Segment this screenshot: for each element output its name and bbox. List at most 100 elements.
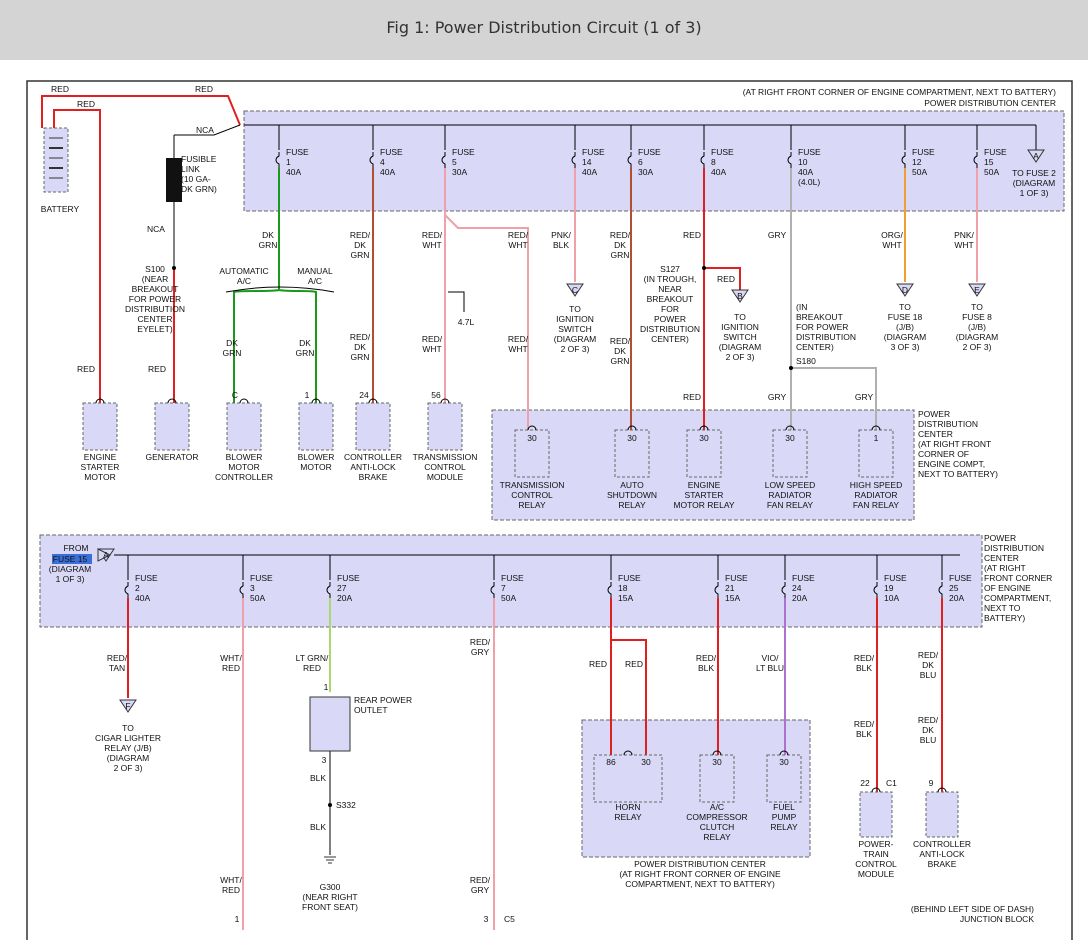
fuse-top-label: 40A (711, 167, 726, 177)
relay-top-label: MOTOR RELAY (673, 500, 734, 510)
engine-4-7l-marker (448, 291, 465, 312)
automatic-ac-label: A/C (237, 276, 251, 286)
wire-color-red: RED (195, 84, 213, 94)
component-top-label: GENERATOR (145, 452, 198, 462)
to-ignition-switch-c: IGNITION (556, 314, 594, 324)
to-fuse-18: (DIAGRAM (884, 332, 927, 342)
to-ignition-switch-b: IGNITION (721, 322, 759, 332)
connector-pin (527, 425, 537, 431)
connector-pin (623, 750, 633, 756)
relay-top (772, 429, 808, 478)
connector-pin (239, 398, 249, 404)
connector-id: C5 (504, 914, 515, 924)
fuse-top-label: FUSE (582, 147, 605, 157)
module-bottom-label: POWER- (859, 839, 894, 849)
fuse-symbol-bottom (938, 582, 943, 598)
to-fuse-18: 3 OF 3) (891, 342, 920, 352)
pin-number: 24 (359, 390, 369, 400)
engine-4-7l-label: 4.7L (458, 317, 475, 327)
wire-color-blk: BLK (310, 773, 326, 783)
s127-label: FOR (661, 304, 679, 314)
relay-bottom-label: HORN (615, 802, 640, 812)
fuse-top-label: 40A (380, 167, 395, 177)
fusible-link-label: LINK (181, 164, 200, 174)
relay-bottom-label: COMPRESSOR (686, 812, 747, 822)
pdc-right-label: BATTERY) (984, 613, 1025, 623)
pin-number: 1 (324, 682, 329, 692)
module-bottom (925, 791, 959, 838)
pdc-right-label: (AT RIGHT (984, 563, 1026, 573)
fuse-top-label: 5 (452, 157, 457, 167)
fuse-top-label: 6 (638, 157, 643, 167)
wire-color-red-wht: RED/ (508, 334, 529, 344)
manual-ac-label: A/C (308, 276, 322, 286)
fuse-top-label: 1 (286, 157, 291, 167)
wire-color-gry: GRY (768, 230, 787, 240)
component-top-label: ENGINE (84, 452, 117, 462)
module-bottom-label: CONTROL (855, 859, 897, 869)
fuse-symbol-bottom (607, 582, 612, 598)
s100-label: CENTER (138, 314, 173, 324)
component-top (355, 402, 391, 451)
to-ignition-switch-b: SWITCH (723, 332, 757, 342)
connector-a-triangle (1027, 149, 1045, 163)
wire-color-red-blk: RED/ (696, 653, 717, 663)
fusible-link-label: FUSIBLE (181, 154, 217, 164)
pdc-top-box (243, 110, 1065, 212)
relay-top-label: CONTROL (511, 490, 553, 500)
pdc-bottom-label: POWER DISTRIBUTION CENTER (634, 859, 766, 869)
connector-id: C1 (886, 778, 897, 788)
fuse-bottom-label: 24 (792, 583, 802, 593)
wire-color-gry: GRY (855, 392, 874, 402)
fuse-bottom-label: 15A (618, 593, 633, 603)
connector-pin (699, 425, 709, 431)
wire-color-blk: BLK (310, 822, 326, 832)
wire-color-red-dk-blu: DK (922, 725, 934, 735)
connector-pin (779, 750, 789, 756)
page-header: Fig 1: Power Distribution Circuit (1 of … (0, 0, 1088, 60)
wire-color-dk-grn: DK (262, 230, 274, 240)
component-top (226, 402, 262, 451)
pdc-bottom-label: (AT RIGHT FRONT CORNER OF ENGINE (619, 869, 781, 879)
to-ignition-switch-b: 2 OF 3) (726, 352, 755, 362)
connector-e-triangle (968, 283, 986, 297)
components-layer (43, 127, 1045, 864)
splice-dot (172, 266, 176, 270)
pdc-middle-label: POWER (918, 409, 950, 419)
battery-label: BATTERY (41, 204, 80, 214)
connector-d-triangle (896, 283, 914, 297)
wire-color-red-blk: BLK (856, 663, 872, 673)
to-ignition-switch-c: TO (569, 304, 581, 314)
relay-top (614, 429, 650, 478)
s100-label: EYELET) (137, 324, 173, 334)
pdc-middle-label: DISTRIBUTION (918, 419, 978, 429)
wire-color-red: RED (683, 392, 701, 402)
relay-top (858, 429, 894, 478)
pdc-right-label: NEXT TO (984, 603, 1021, 613)
relay-top-label: RADIATOR (854, 490, 897, 500)
connector-c-triangle (566, 283, 584, 297)
fuse-bottom-label: FUSE (618, 573, 641, 583)
component-top (427, 402, 463, 451)
wire-color-wht-red: WHT/ (220, 653, 242, 663)
wire-color-dk-grn: GRN (223, 348, 242, 358)
to-fuse-2-label: (DIAGRAM (1013, 178, 1056, 188)
s127-label: POWER (654, 314, 686, 324)
fuse-top-label: 50A (984, 167, 999, 177)
fuse-bottom-label: 18 (618, 583, 628, 593)
fuse-symbol-top (369, 152, 374, 168)
connector-letter: A (103, 550, 109, 560)
fusible-link-label: DK GRN) (181, 184, 217, 194)
splice-dot (789, 366, 793, 370)
relay-top-label: STARTER (685, 490, 724, 500)
to-fuse-18: (J/B) (896, 322, 914, 332)
wire-color-red: RED (717, 274, 735, 284)
wire-color-red-dk-blu: BLU (920, 735, 937, 745)
relay-pin: 30 (712, 757, 722, 767)
wire-color-red-dk-grn: GRN (611, 250, 630, 260)
relay-top (514, 429, 550, 478)
wire-color-red-dk-grn: RED/ (610, 230, 631, 240)
to-fuse-8: TO (971, 302, 983, 312)
to-ignition-switch-c: SWITCH (558, 324, 592, 334)
